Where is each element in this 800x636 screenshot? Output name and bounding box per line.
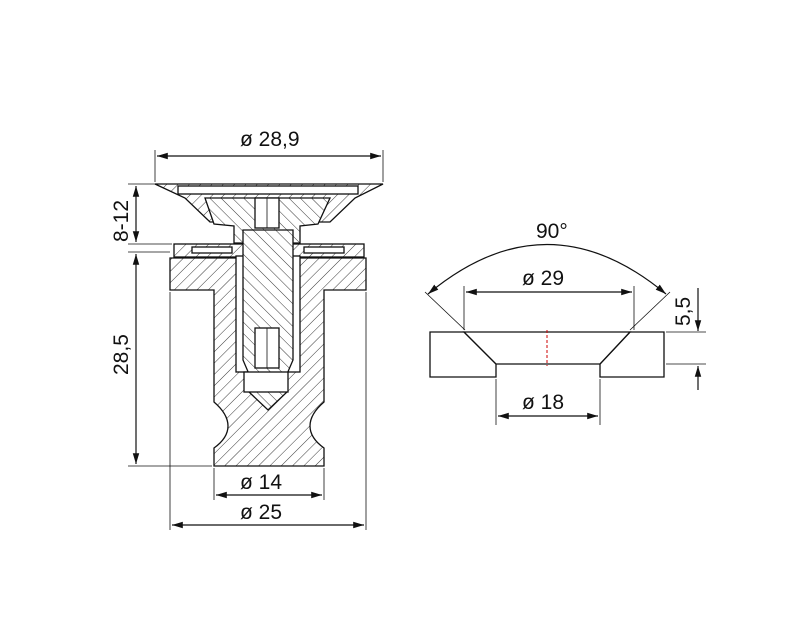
foot-section-view: ø 28,9 8-12 28,5 ø 14 ø 25 bbox=[110, 128, 384, 530]
washer-left bbox=[429, 331, 497, 378]
dim-shaft-diameter: ø 14 bbox=[240, 471, 282, 494]
dim-thickness: 5,5 bbox=[672, 297, 695, 326]
dim-base-diameter: ø 25 bbox=[240, 501, 282, 524]
ring-gap-right bbox=[303, 246, 345, 254]
dim-height-adjust: 8-12 bbox=[110, 200, 133, 242]
dim-inner-diameter: ø 18 bbox=[522, 391, 564, 414]
washer-section-view: 90° ø 29 5,5 ø 18 bbox=[424, 220, 706, 425]
dim-outer-diameter: ø 29 bbox=[522, 267, 564, 290]
ring-gap-left bbox=[191, 246, 233, 254]
dim-top-diameter: ø 28,9 bbox=[240, 128, 300, 151]
top-cap-insert bbox=[177, 185, 359, 195]
bolt-tip-void bbox=[243, 371, 289, 393]
dim-height-body: 28,5 bbox=[110, 334, 133, 375]
dim-angle: 90° bbox=[536, 220, 568, 243]
